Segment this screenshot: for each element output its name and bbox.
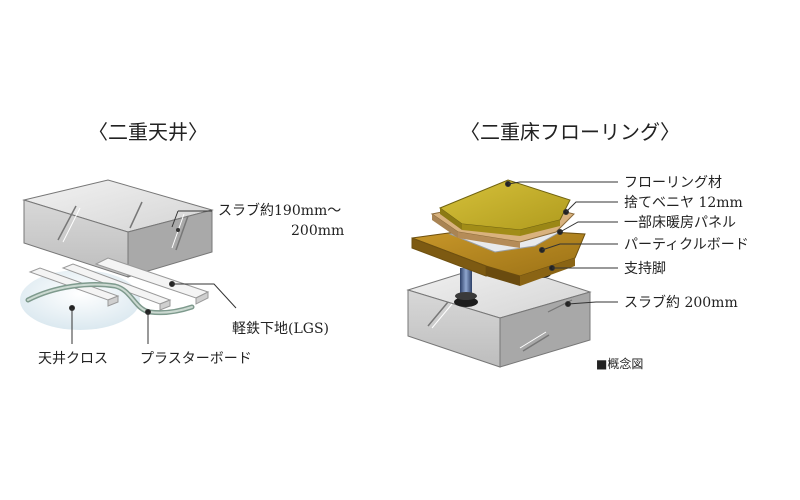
plaster-board-highlight — [27, 283, 193, 314]
label-support-legs: 支持脚 — [624, 261, 666, 277]
ceiling-slab — [22, 179, 214, 278]
floor-title: 〈二重床フローリング〉 — [460, 120, 680, 144]
label-ceiling-slab-1: スラブ約190mm〜 — [218, 203, 342, 219]
ceiling-title: 〈二重天井〉 — [88, 120, 208, 144]
label-floor-heating: 一部床暖房パネル — [624, 215, 736, 231]
label-flooring: フローリング材 — [624, 175, 722, 191]
label-veneer: 捨てベニヤ 12mm — [624, 195, 743, 211]
concept-note: ■概念図 — [596, 357, 644, 371]
label-ceiling-slab-2: 200mm — [291, 223, 345, 239]
label-floor-slab: スラブ約 200mm — [624, 295, 738, 311]
label-particle-board: パーティクルボード — [624, 237, 749, 253]
ceiling-cloth-glow — [20, 270, 140, 330]
label-plaster-board: プラスターボード — [140, 351, 252, 367]
label-ceiling-cloth: 天井クロス — [38, 351, 108, 367]
label-lgs: 軽鉄下地(LGS) — [232, 321, 329, 337]
floor-leaders — [505, 181, 618, 307]
floor-slab — [406, 261, 592, 368]
ceiling-leaders — [69, 210, 237, 344]
flooring-board — [438, 179, 571, 236]
